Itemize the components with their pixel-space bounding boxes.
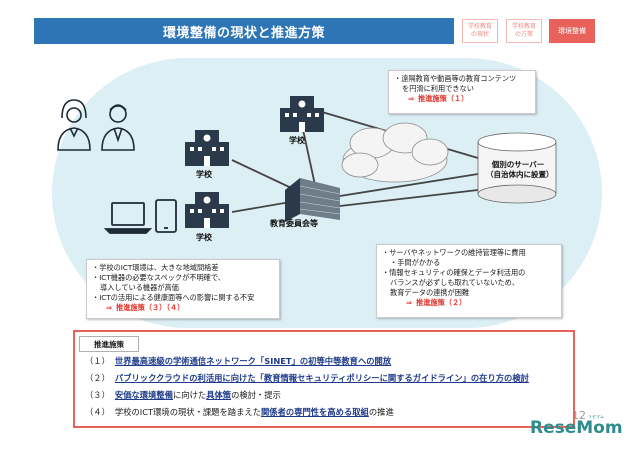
callout-line: 教育データの連携が困難 <box>390 288 470 297</box>
cloud-icon <box>341 122 449 183</box>
callout-server-costs: ・サーバやネットワークの維持管理等に費用 ・手間がかかる ・情報セキュリティの確… <box>376 244 562 318</box>
measure-text: の検討・提示 <box>231 390 281 400</box>
callout-remote-education: ・遠隔教育や動画等の教育コンテンツ を円滑に利用できない ⇒推進施策（１） <box>388 70 536 114</box>
school-bottom-icon <box>185 192 229 228</box>
measure-item-3: （３） 安価な環境整備に向けた具体策の検討・提示 <box>85 389 281 401</box>
callout-line: ・学校のICT環境は、大きな地域間格差 <box>92 263 219 272</box>
callout-line: ・手間がかかる <box>390 258 441 267</box>
measure-link-sinet[interactable]: 世界最高速級の学術通信ネットワーク「SINET」の初等中等教育への開放 <box>114 356 392 366</box>
board-label: 教育委員会等 <box>270 219 318 228</box>
server-icon <box>477 132 557 204</box>
network-diagram <box>57 96 557 234</box>
measure-link-expertise[interactable]: 関係者の専門性を高める取組 <box>260 407 369 417</box>
measure-text: の推進 <box>368 407 394 417</box>
measure-link-guideline[interactable]: パブリッククラウドの利活用に向けた「教育情報セキュリティポリシーに関するガイドラ… <box>114 373 529 383</box>
measure-text: に向けた <box>173 390 207 400</box>
measure-number: （１） <box>85 356 110 366</box>
school-top-label: 学校 <box>289 136 305 145</box>
measure-number: （３） <box>85 390 110 400</box>
measure-number: （４） <box>85 407 110 417</box>
callout-line: バランスが必ずしも取れていないため、 <box>390 278 520 287</box>
callout-line: ・遠隔教育や動画等の教育コンテンツ <box>394 74 517 83</box>
tablet-icon <box>155 199 177 233</box>
tag-current-state[interactable]: 学校教育 の現状 <box>462 19 498 43</box>
school-mid-label: 学校 <box>196 170 212 179</box>
page-title: 環境整備の現状と推進方策 <box>34 18 454 44</box>
callout-school-ict: ・学校のICT環境は、大きな地域間格差 ・ICT機器の必要なスペックが不明確で、… <box>86 259 280 319</box>
laptop-icon <box>103 202 153 234</box>
measure-ref: 推進施策（１） <box>418 94 469 103</box>
callout-line: ・ICTの活用による健康面等への影響に関する不安 <box>92 293 255 302</box>
school-bottom-label: 学校 <box>196 233 212 242</box>
callout-line: を円滑に利用できない <box>402 84 474 93</box>
measure-link-environment[interactable]: 安価な環境整備 <box>114 390 173 400</box>
measure-item-2: （２） パブリッククラウドの利活用に向けた「教育情報セキュリティポリシーに関するガ… <box>85 372 529 384</box>
callout-line: ・サーバやネットワークの維持管理等に費用 <box>382 248 526 257</box>
arrow-glyph: ⇒ <box>406 298 413 307</box>
arrow-glyph: ⇒ <box>408 94 415 103</box>
tag-environment-active[interactable]: 環境整備 <box>549 19 595 43</box>
tag-measures[interactable]: 学校教育 の方策 <box>506 19 542 43</box>
measure-item-1: （１） 世界最高速級の学術通信ネットワーク「SINET」の初等中等教育への開放 <box>85 355 391 367</box>
callout-line: ・情報セキュリティの確保とデータ利活用の <box>382 268 526 277</box>
measures-panel: 推進施策 （１） 世界最高速級の学術通信ネットワーク「SINET」の初等中等教育へ… <box>73 330 575 428</box>
resemom-logo-sub: リセマム <box>588 414 604 419</box>
page-number: 12 <box>572 409 586 422</box>
measure-ref: 推進施策（２） <box>416 298 467 307</box>
measure-text: 学校のICT環境の現状・課題を踏まえた <box>114 407 261 417</box>
arrow-glyph: ⇒ <box>106 303 113 312</box>
callout-line: 導入している機器が高価 <box>100 283 179 292</box>
school-top-icon <box>280 96 324 132</box>
callout-line: ・ICT機器の必要なスペックが不明確で、 <box>92 273 225 282</box>
resemom-logo: ReseMom <box>530 418 623 438</box>
board-building-icon <box>285 178 341 222</box>
teacher-male-icon <box>101 104 135 151</box>
school-mid-icon <box>185 130 229 166</box>
measures-heading: 推進施策 <box>79 336 139 352</box>
measure-item-4: （４） 学校のICT環境の現状・課題を踏まえた関係者の専門性を高める取組の推進 <box>85 406 394 418</box>
teacher-female-icon <box>57 99 91 151</box>
server-label: 個別のサーバー （自治体内に設置） <box>486 160 554 179</box>
measure-ref: 推進施策（３）（４） <box>116 303 185 312</box>
measure-link-concrete[interactable]: 具体策 <box>206 390 232 400</box>
measure-number: （２） <box>85 373 110 383</box>
